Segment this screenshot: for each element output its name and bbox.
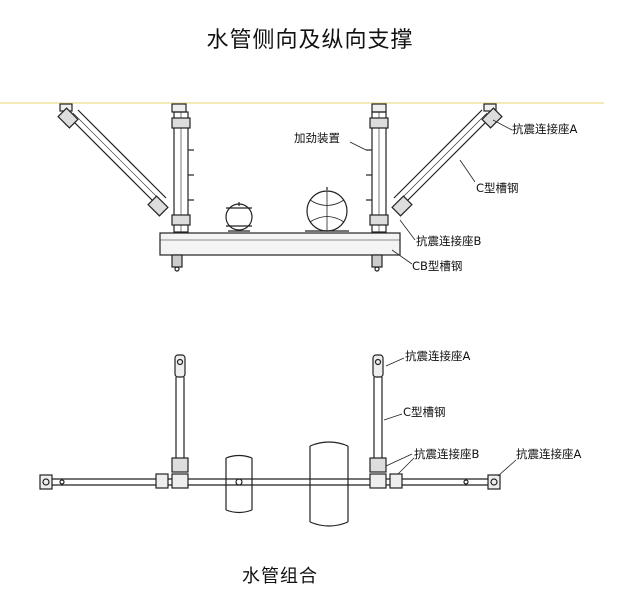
label-cb-channel: CB型槽钢	[412, 259, 462, 273]
leader-b-conn-b-1	[385, 453, 413, 467]
leader-b-conn-a-right	[497, 459, 517, 477]
leader-b-conn-a-top	[385, 357, 405, 367]
label-c-channel-top: C型槽钢	[476, 181, 519, 195]
page-title: 水管侧向及纵向支撑	[206, 28, 414, 53]
label-b-conn-a-right: 抗震连接座A	[516, 447, 581, 461]
small-pipe-elevation	[225, 454, 253, 514]
ceiling-mount-right-vert	[371, 103, 387, 113]
right-vertical-arm	[369, 354, 403, 489]
label-b-c-channel: C型槽钢	[403, 405, 446, 419]
label-conn-b-top: 抗震连接座B	[416, 234, 481, 248]
top-assembly	[0, 102, 604, 272]
leader-cb-channel	[391, 249, 413, 265]
right-vertical-channel	[366, 111, 389, 233]
leader-conn-a	[492, 119, 513, 131]
small-pipe	[225, 202, 253, 232]
horizontal-beam	[39, 474, 501, 490]
beam-connector-right	[463, 479, 469, 485]
left-diagonal-brace	[57, 107, 169, 217]
beam-connector-left	[59, 479, 65, 485]
label-conn-a-top: 抗震连接座A	[512, 122, 577, 136]
left-vertical-arm	[155, 354, 189, 489]
leader-c-channel	[459, 159, 476, 183]
left-vertical-channel	[171, 111, 194, 233]
large-pipe	[305, 187, 349, 232]
label-stiffener: 加劲装置	[294, 131, 340, 145]
cb-channel-beam	[159, 232, 401, 272]
ceiling-mount-left-vert	[171, 103, 187, 113]
label-b-conn-a-top: 抗震连接座A	[405, 349, 470, 363]
bottom-assembly	[39, 354, 517, 527]
right-diagonal-brace	[391, 107, 503, 217]
bottom-caption: 水管组合	[242, 566, 318, 587]
leader-conn-b	[399, 219, 416, 241]
large-pipe-elevation	[309, 441, 349, 527]
leader-b-c-channel	[383, 413, 403, 421]
leader-b-conn-b-2	[397, 457, 415, 475]
label-b-conn-b: 抗震连接座B	[414, 447, 479, 461]
leader-stiffener	[349, 141, 367, 151]
